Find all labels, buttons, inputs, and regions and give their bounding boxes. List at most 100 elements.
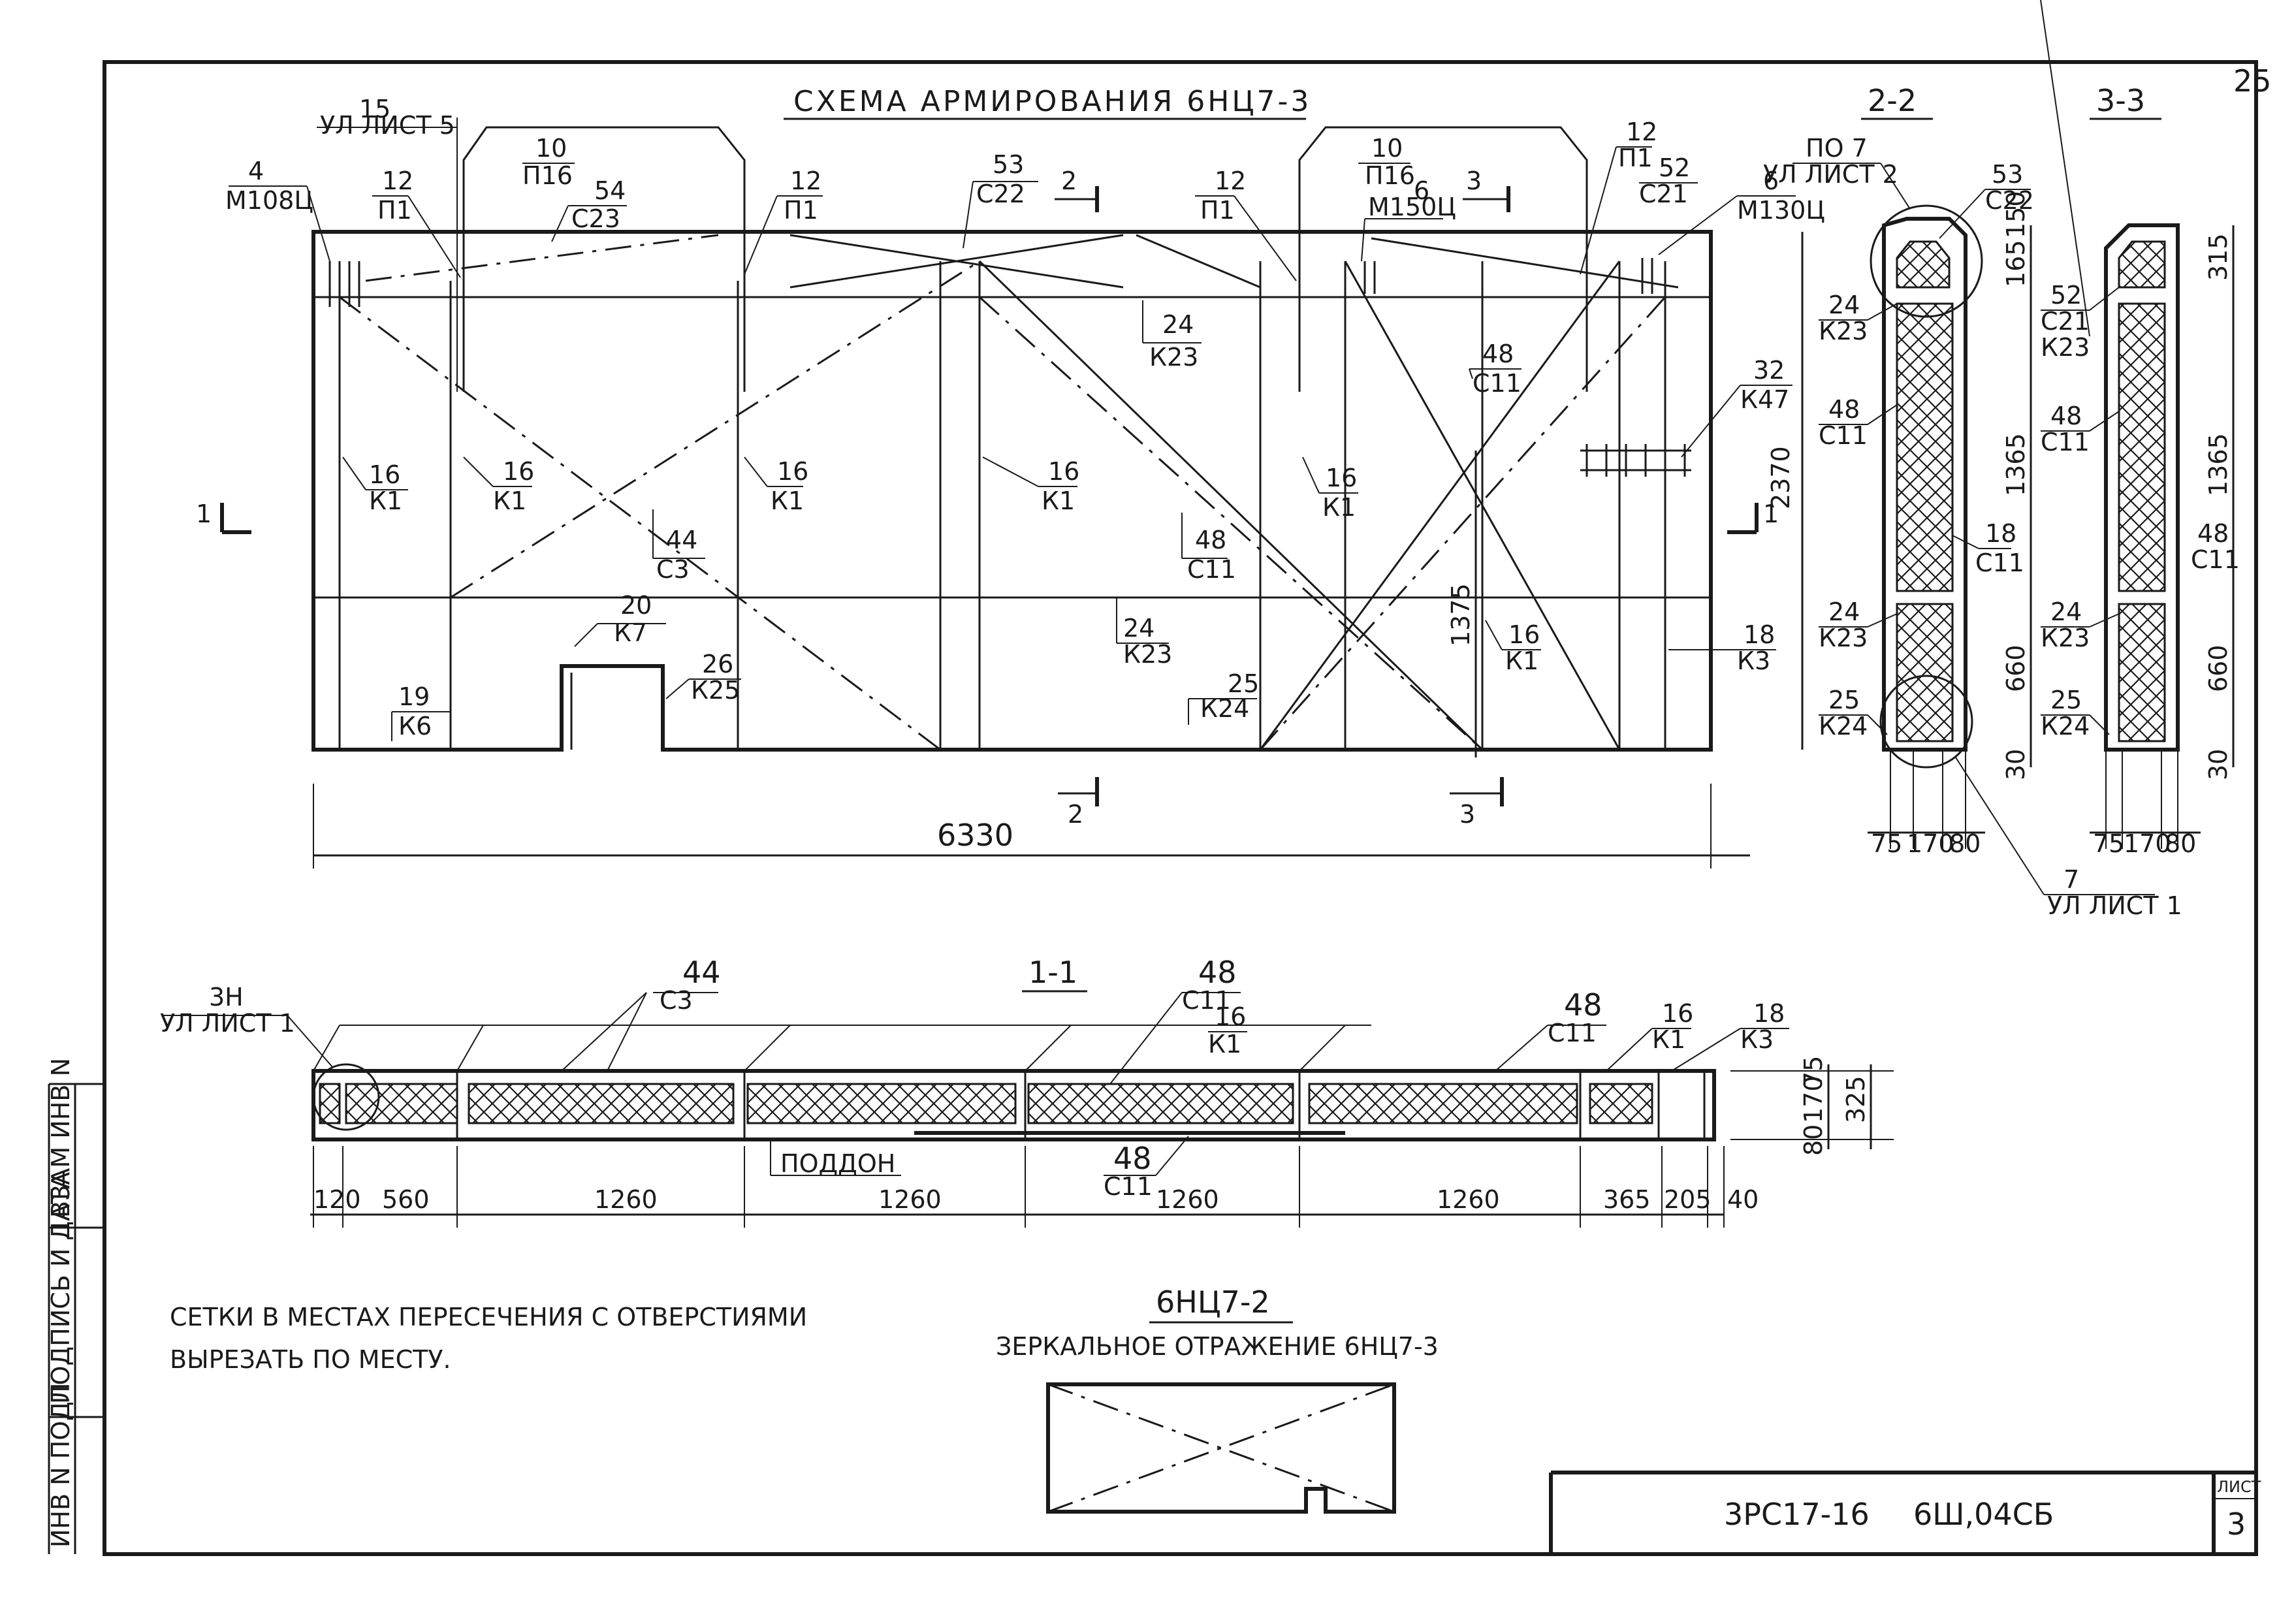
dim-vertical: 150: [2001, 191, 2030, 238]
callout-num: 3Н: [209, 983, 244, 1011]
dim-right: 325: [1841, 1075, 1870, 1123]
callout-num: 24: [1828, 291, 1860, 319]
callout-num: 16: [1508, 620, 1540, 649]
dim-right: 80: [1799, 1124, 1828, 1156]
elevation-view: 6330 2370 1375 1 1 2 3 2 3 15 УЛ ЛИСТ 5 …: [196, 95, 1825, 868]
callout-num: 48: [1828, 395, 1860, 424]
side-stamp: ИНВ N ПОДЛ ПОДПИСЬ И ДАТА ВЗАМ ИНВ N: [46, 1058, 75, 1548]
dim-bottom: 1260: [1437, 1185, 1500, 1214]
callout-num: 48: [1113, 1141, 1152, 1176]
dim-bottom: 75: [1871, 829, 1902, 858]
note-line-1: СЕТКИ В МЕСТАХ ПЕРЕСЕЧЕНИЯ С ОТВЕРСТИЯМИ: [170, 1303, 807, 1331]
callout-num: 52: [2050, 281, 2082, 310]
cut-2-top: 2: [1061, 167, 1077, 195]
sheet-number: 25: [2233, 63, 2272, 99]
section-1-1: 1-1: [160, 955, 1894, 1228]
callout-code: С11: [1473, 369, 1521, 398]
callout-code: К47: [1740, 385, 1789, 414]
callout-num: 10: [1371, 134, 1403, 163]
dim-bottom: 120: [313, 1185, 361, 1214]
callout-code: С11: [2041, 428, 2090, 456]
side-stamp-sign: ПОДПИСЬ И ДАТА: [46, 1172, 75, 1404]
callout-code: М150Ц: [1368, 193, 1456, 221]
callout-num: 44: [666, 526, 697, 554]
cut-3-top: 3: [1466, 167, 1482, 195]
callout-num: 6: [1763, 167, 1779, 195]
callout-num: 7: [2063, 865, 2079, 894]
callout-code: С11: [1182, 986, 1231, 1015]
callout-num: 24: [1123, 614, 1155, 643]
callout-num: 16: [1326, 464, 1357, 492]
callout-num: 18: [1985, 519, 2016, 548]
callout-code: К1: [771, 486, 804, 515]
callout-code: П16: [1365, 161, 1415, 190]
callout-code: К3: [1737, 646, 1770, 675]
callout-code: С11: [1548, 1019, 1597, 1047]
callout-code: К6: [398, 712, 432, 740]
callout-code: П1: [1200, 196, 1235, 225]
dim-right: 170: [1799, 1075, 1828, 1123]
callout-code: С3: [660, 986, 693, 1015]
callout-num: 48: [2050, 402, 2082, 430]
callout-num: 15: [359, 95, 390, 123]
callout-code: К24: [1819, 712, 1868, 740]
callout-code: К23: [1819, 317, 1868, 345]
callout-code: П1: [1618, 144, 1653, 172]
cut-2-bottom: 2: [1068, 800, 1083, 829]
callout-code: С11: [1104, 1172, 1153, 1201]
side-stamp-inv: ИНВ N ПОДЛ: [46, 1383, 75, 1548]
title-block-doc: 6Ш,04СБ: [1913, 1497, 2054, 1532]
callout-num: 16: [369, 460, 400, 489]
callout-num: 16: [777, 457, 808, 486]
dim-vertical: 660: [2001, 645, 2030, 692]
height-dim: 2370: [1766, 446, 1795, 509]
callout-code: П16: [522, 161, 573, 190]
callout-code: К1: [1505, 646, 1538, 675]
callout-num: 16: [1215, 1002, 1246, 1031]
callout-code: М108Ц: [225, 186, 313, 215]
drawing-title: СХЕМА АРМИРОВАНИЯ 6НЦ7-3: [793, 85, 1311, 118]
callout-num: 25: [1828, 686, 1860, 714]
section-2-2: 2-2 75 170 80 165 150 1365 660 30 ПО 7 У…: [1763, 83, 2182, 920]
callout-code: К23: [1149, 343, 1198, 372]
dim-bottom: 1260: [1156, 1185, 1219, 1214]
callout-num: 6: [1414, 176, 1429, 205]
callout-num: 24: [1828, 597, 1860, 626]
title-block-code: 3РС17-16: [1724, 1497, 1870, 1532]
dim-vertical: 315: [2204, 233, 2233, 281]
section-3-label: 3-3: [2096, 83, 2145, 118]
callout-code: М130Ц: [1737, 196, 1825, 225]
section-3-3: 3-3 75 170 80 315 1365 660 30 52 С21 К23…: [2040, 0, 2240, 858]
callout-num: 24: [2050, 597, 2082, 626]
callout-code: УЛ ЛИСТ 2: [1763, 160, 1898, 189]
title-block-sheet-label: ЛИСТ: [2217, 1478, 2261, 1496]
callout-code: С11: [2191, 545, 2240, 574]
dim-vertical: 660: [2204, 645, 2233, 692]
sheet-frame: [48, 60, 2258, 1556]
mirror-subtitle: ЗЕРКАЛЬНОЕ ОТРАЖЕНИЕ 6НЦ7-3: [996, 1332, 1439, 1361]
dim-bottom: 205: [1664, 1185, 1712, 1214]
dim-vertical: 30: [2204, 749, 2233, 780]
callout-num: 54: [594, 176, 626, 205]
callout-code: К24: [1200, 694, 1249, 723]
title-block-sheet-value: 3: [2227, 1506, 2246, 1542]
callout-num: 12: [1626, 118, 1657, 146]
callout-num: 20: [620, 591, 652, 620]
mirror-title: 6НЦ7-2: [1156, 1284, 1270, 1320]
dim-bottom: 40: [1727, 1185, 1759, 1214]
dim-vertical: 1365: [2204, 433, 2233, 496]
dim-bottom: 1260: [594, 1185, 658, 1214]
elevation-callouts: 15 УЛ ЛИСТ 5 4 М108Ц 12 П1 10 П16 54 С23…: [225, 95, 1825, 741]
callout-num: 18: [1744, 620, 1775, 649]
callout-num: 12: [1215, 167, 1246, 195]
callout-code: П1: [377, 196, 412, 225]
dim-vertical: 30: [2001, 749, 2030, 780]
callout-num: 19: [398, 682, 430, 711]
callout-num: 16: [1048, 457, 1079, 486]
callout-code: К23: [2041, 624, 2090, 652]
callout-num: 24: [1162, 310, 1194, 339]
note-line-2: ВЫРЕЗАТЬ ПО МЕСТУ.: [170, 1345, 451, 1374]
callout-code: С11: [1975, 549, 2024, 577]
callout-code: С11: [1819, 421, 1868, 450]
